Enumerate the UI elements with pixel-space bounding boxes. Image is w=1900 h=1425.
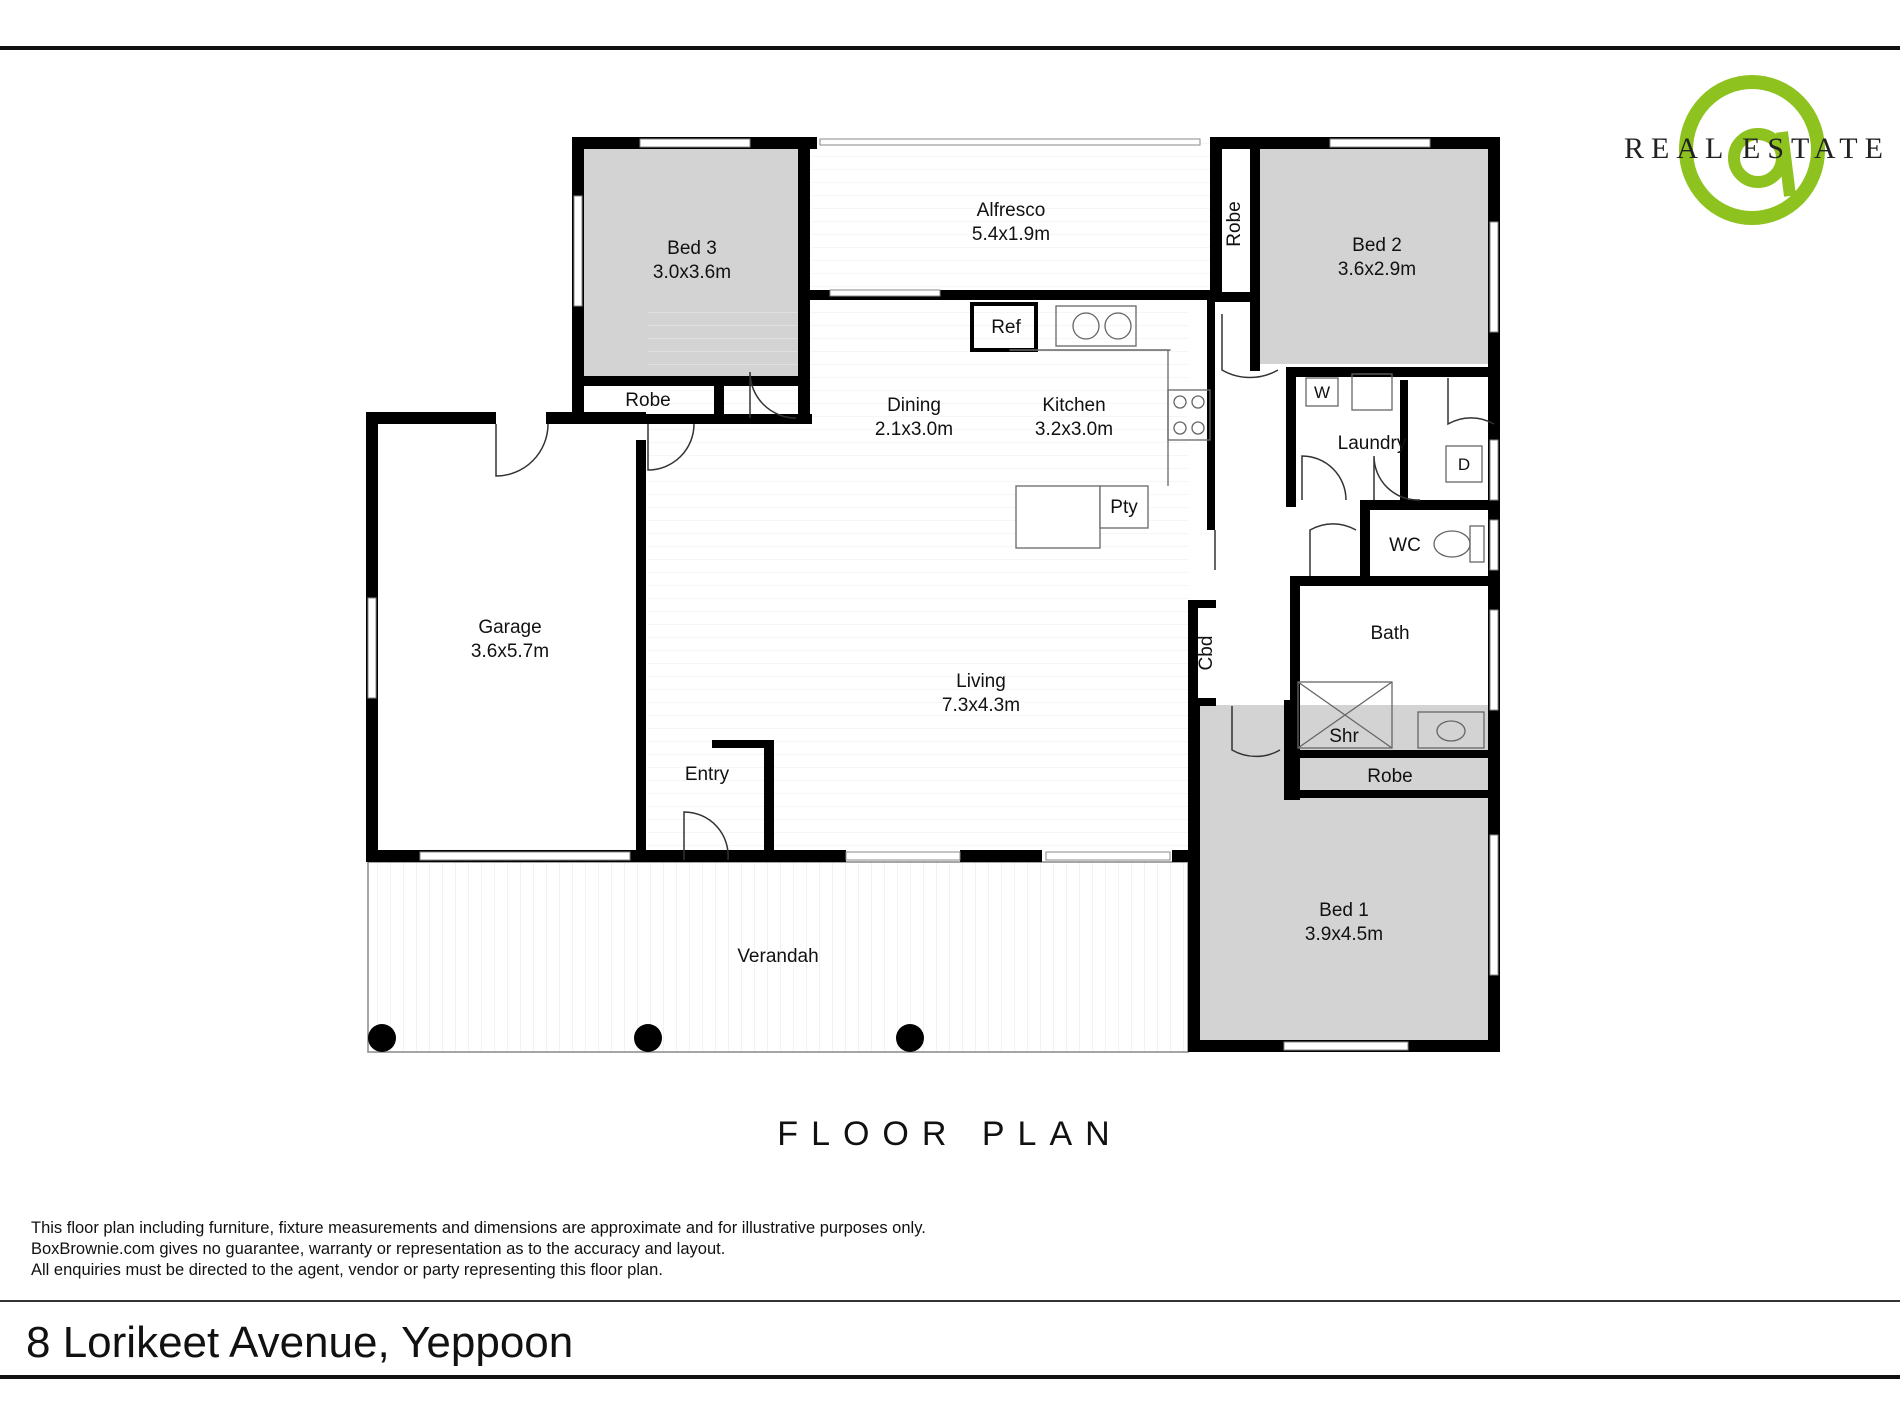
pty-label: Pty (1110, 497, 1138, 518)
floor-plan-title: FLOOR PLAN (777, 1115, 1123, 1153)
verandah-floor (368, 862, 1188, 1052)
dining-size: 2.1x3.0m (875, 419, 953, 440)
property-address: 8 Lorikeet Avenue, Yeppoon (26, 1318, 574, 1367)
shr-label: Shr (1329, 726, 1359, 747)
sink (1055, 305, 1137, 347)
garage-size: 3.6x5.7m (471, 641, 549, 662)
disclaimer-line-1: This floor plan including furniture, fix… (31, 1219, 926, 1237)
bed3-robe-label: Robe (625, 390, 670, 411)
wc-label: WC (1389, 535, 1421, 556)
address-top-rule (0, 1300, 1900, 1302)
kitchen-size: 3.2x3.0m (1035, 419, 1113, 440)
island-bench (1015, 485, 1101, 549)
bed1-name: Bed 1 (1319, 900, 1369, 921)
bed3-name: Bed 3 (667, 238, 717, 259)
bed1-floor (1196, 705, 1488, 1043)
alfresco-size: 5.4x1.9m (972, 224, 1050, 245)
alfresco-name: Alfresco (977, 200, 1046, 221)
cbd-label: Cbd (1196, 636, 1217, 671)
laundry-label: Laundry (1338, 433, 1407, 454)
ref-label: Ref (991, 317, 1021, 338)
kitchen-name: Kitchen (1042, 395, 1105, 416)
bed1-robe-label: Robe (1367, 766, 1412, 787)
verandah-label: Verandah (737, 946, 818, 967)
windows (367, 138, 1499, 1051)
disclaimer: This floor plan including furniture, fix… (31, 1218, 926, 1281)
bed1-size: 3.9x4.5m (1305, 924, 1383, 945)
living-name: Living (956, 671, 1006, 692)
living-size: 7.3x4.3m (942, 695, 1020, 716)
bed2-name: Bed 2 (1352, 235, 1402, 256)
washer (1305, 377, 1339, 407)
logo-text-estate: ESTATE (1742, 132, 1890, 165)
bottom-rule (0, 1375, 1900, 1379)
vanity (1417, 711, 1485, 749)
fixtures (970, 302, 1485, 749)
verandah-posts (368, 1024, 924, 1052)
living-floor (648, 300, 1188, 848)
bath-label: Bath (1370, 623, 1409, 644)
bed2-size: 3.6x2.9m (1338, 259, 1416, 280)
doors (495, 314, 1495, 861)
garage-name: Garage (478, 617, 541, 638)
pty-box (1099, 485, 1149, 529)
bed2-robe-label: Robe (1224, 201, 1245, 246)
bed3-size: 3.0x3.6m (653, 262, 731, 283)
toilet (1433, 530, 1471, 558)
alfresco-floor (812, 140, 1212, 290)
washer-label: W (1314, 383, 1330, 402)
ref-box (970, 302, 1038, 352)
bed2-floor (1260, 146, 1488, 364)
dryer-label: D (1458, 455, 1470, 474)
dryer (1445, 445, 1483, 483)
real-estate-logo: REAL ESTATE (1624, 75, 1890, 225)
disclaimer-line-3: All enquiries must be directed to the ag… (31, 1261, 663, 1279)
logo-text-real: REAL (1624, 132, 1730, 165)
disclaimer-line-2: BoxBrownie.com gives no guarantee, warra… (31, 1240, 726, 1258)
laundry-tub (1351, 373, 1393, 411)
top-rule (0, 46, 1900, 50)
dining-name: Dining (887, 395, 941, 416)
shower (1297, 681, 1393, 749)
entry-label: Entry (685, 764, 730, 785)
